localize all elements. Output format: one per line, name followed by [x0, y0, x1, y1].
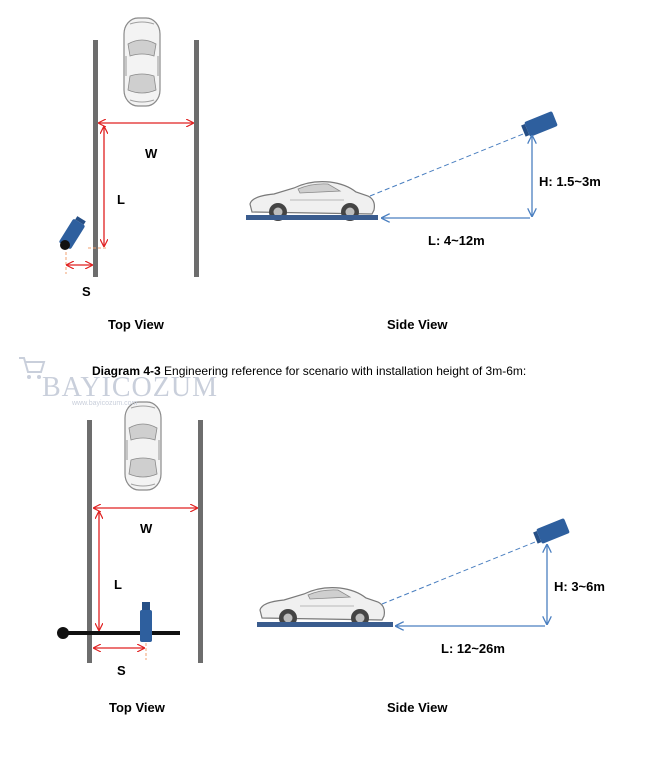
width-label: W [145, 146, 158, 161]
side-view-2: H: 3~6m L: 12~26m Side View [257, 518, 605, 715]
view-line [381, 539, 541, 605]
length-label: L [114, 577, 122, 592]
distance-label: L: 12~26m [441, 641, 505, 656]
lane-right-line [198, 420, 203, 663]
setback-label: S [117, 663, 126, 678]
lane-left-line [87, 420, 92, 663]
caption-prefix: Diagram 4-3 [92, 364, 161, 378]
car-top-icon [123, 17, 161, 107]
car-top-icon [124, 401, 162, 491]
lane-left-line [93, 40, 98, 277]
car-side-icon [259, 586, 385, 628]
distance-label: L: 4~12m [428, 233, 485, 248]
top-view-2: W L S Top View [57, 401, 203, 715]
pole-base-icon [57, 627, 69, 639]
camera-side-icon [533, 518, 570, 544]
ground-bar [257, 622, 393, 627]
lane-right-line [194, 40, 199, 277]
diagram-caption: Diagram 4-3 Engineering reference for sc… [92, 364, 526, 378]
caption-text: Engineering reference for scenario with … [160, 364, 527, 378]
height-label: H: 3~6m [554, 579, 605, 594]
top-view-1: W L S Top View [59, 17, 199, 332]
watermark-url: www.bayicozum.com [72, 400, 138, 407]
camera-icon [140, 602, 152, 642]
setback-label: S [82, 284, 91, 299]
length-label: L [117, 192, 125, 207]
view-line [369, 131, 529, 197]
side-view-caption: Side View [387, 317, 448, 332]
ground-bar [246, 215, 378, 220]
camera-mount-icon [60, 240, 70, 250]
top-view-caption: Top View [108, 317, 165, 332]
side-view-1: H: 1.5~3m L: 4~12m Side View [246, 111, 601, 332]
watermark-logo: BAYICOZUM www.bayicozum.com [12, 352, 217, 412]
watermark-brand: BAYICOZUM [42, 372, 218, 403]
cart-icon [19, 357, 46, 379]
top-view-caption: Top View [109, 700, 166, 715]
height-label: H: 1.5~3m [539, 174, 601, 189]
width-label: W [140, 521, 153, 536]
camera-side-icon [521, 111, 558, 137]
side-view-caption: Side View [387, 700, 448, 715]
